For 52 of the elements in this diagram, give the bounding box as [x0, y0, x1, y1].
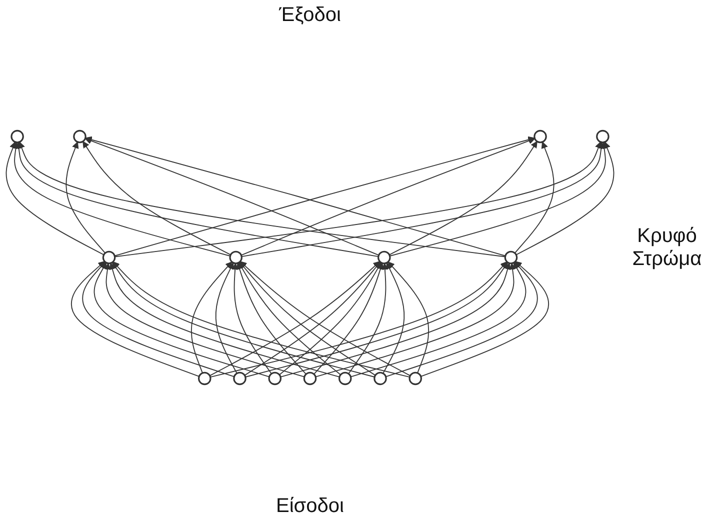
- arrow: [232, 263, 272, 374]
- arrow: [15, 142, 379, 257]
- arrow: [114, 142, 602, 258]
- arrow: [209, 261, 380, 376]
- arrow: [516, 142, 614, 256]
- arrow: [420, 261, 550, 377]
- arrow: [278, 262, 382, 376]
- node-circle: [504, 250, 518, 264]
- arrow: [382, 262, 405, 374]
- arrow: [389, 142, 608, 256]
- node-circle: [268, 372, 282, 386]
- node-circle: [374, 372, 387, 386]
- layer-label: Κρυφό Στρώμα: [631, 225, 703, 271]
- arrow: [238, 262, 342, 376]
- node-circle: [102, 250, 116, 264]
- arrow: [240, 261, 411, 376]
- arrow: [12, 142, 231, 256]
- arrow: [236, 262, 307, 375]
- node-circle: [198, 372, 212, 386]
- arrow: [388, 262, 430, 374]
- arrow: [388, 141, 538, 256]
- node-circle: [408, 372, 422, 386]
- arrow: [82, 262, 235, 378]
- arrow: [240, 138, 536, 256]
- arrow: [66, 142, 106, 254]
- arrow: [94, 262, 270, 378]
- arrow: [350, 262, 526, 378]
- arrow: [82, 141, 232, 256]
- arrow: [241, 142, 605, 257]
- arrow: [348, 263, 388, 374]
- node-circle: [10, 130, 24, 144]
- node-circle: [233, 372, 246, 386]
- arrow: [18, 142, 506, 258]
- node-circle: [73, 130, 86, 144]
- arrow: [313, 262, 384, 375]
- node-circle: [378, 250, 391, 264]
- node-circle: [534, 130, 547, 144]
- arrow: [6, 142, 104, 256]
- layer-label: Έξοδοι: [278, 4, 342, 27]
- arrow: [190, 262, 232, 374]
- node-circle: [229, 250, 242, 264]
- arrow: [385, 262, 538, 378]
- node-circle: [596, 130, 610, 144]
- node-circle: [303, 372, 317, 386]
- layer-label: Είσοδοι: [275, 495, 345, 518]
- arrow: [514, 142, 554, 254]
- arrow: [84, 138, 380, 256]
- arrow: [315, 263, 516, 378]
- arrow: [215, 262, 238, 374]
- arrow: [104, 263, 305, 378]
- node-circle: [338, 372, 352, 386]
- arrow: [70, 261, 200, 377]
